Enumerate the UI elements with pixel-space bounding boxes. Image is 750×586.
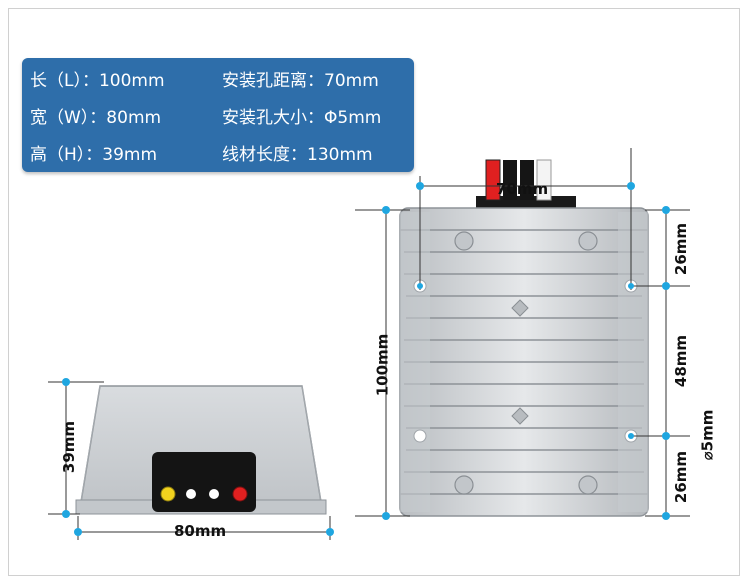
cooling-fins [400,229,648,495]
wire-black-1 [503,160,517,200]
spec-hole-size: 安装孔大小：Φ5mm [222,108,382,128]
spec-box [22,58,414,172]
spec-length: 长（L）：100mm [30,71,165,91]
label-height-100: 100mm [373,333,392,397]
led-yellow [160,486,176,502]
wire-white [536,159,552,201]
spec-hole-distance: 安装孔距离：70mm [222,71,379,91]
top-view-housing [399,207,649,517]
screws [454,231,598,495]
spec-height: 高（H）：39mm [30,145,158,165]
led-red [232,486,248,502]
spec-wire-length: 线材长度：130mm [222,145,373,165]
dimension-markers [382,182,670,520]
spec-width: 宽（W）：80mm [30,108,162,128]
output-wires [476,159,576,210]
label-middle-48: 48mm [672,334,691,388]
label-hole-diameter: ⌀5mm [698,409,717,461]
label-bottom-26: 26mm [672,450,691,504]
wire-black-2 [520,160,534,200]
side-view-housing [75,385,327,515]
label-side-80: 80mm [174,522,227,540]
label-hole-spacing: 70mm [496,180,549,198]
label-top-26: 26mm [672,222,691,276]
image-frame [8,8,740,576]
top-view-dimension-lines [355,148,690,517]
led-white-2 [209,489,219,499]
label-side-39: 39mm [60,420,79,474]
connector-panel [152,452,256,512]
led-white-1 [186,489,196,499]
wire-red [485,159,501,201]
